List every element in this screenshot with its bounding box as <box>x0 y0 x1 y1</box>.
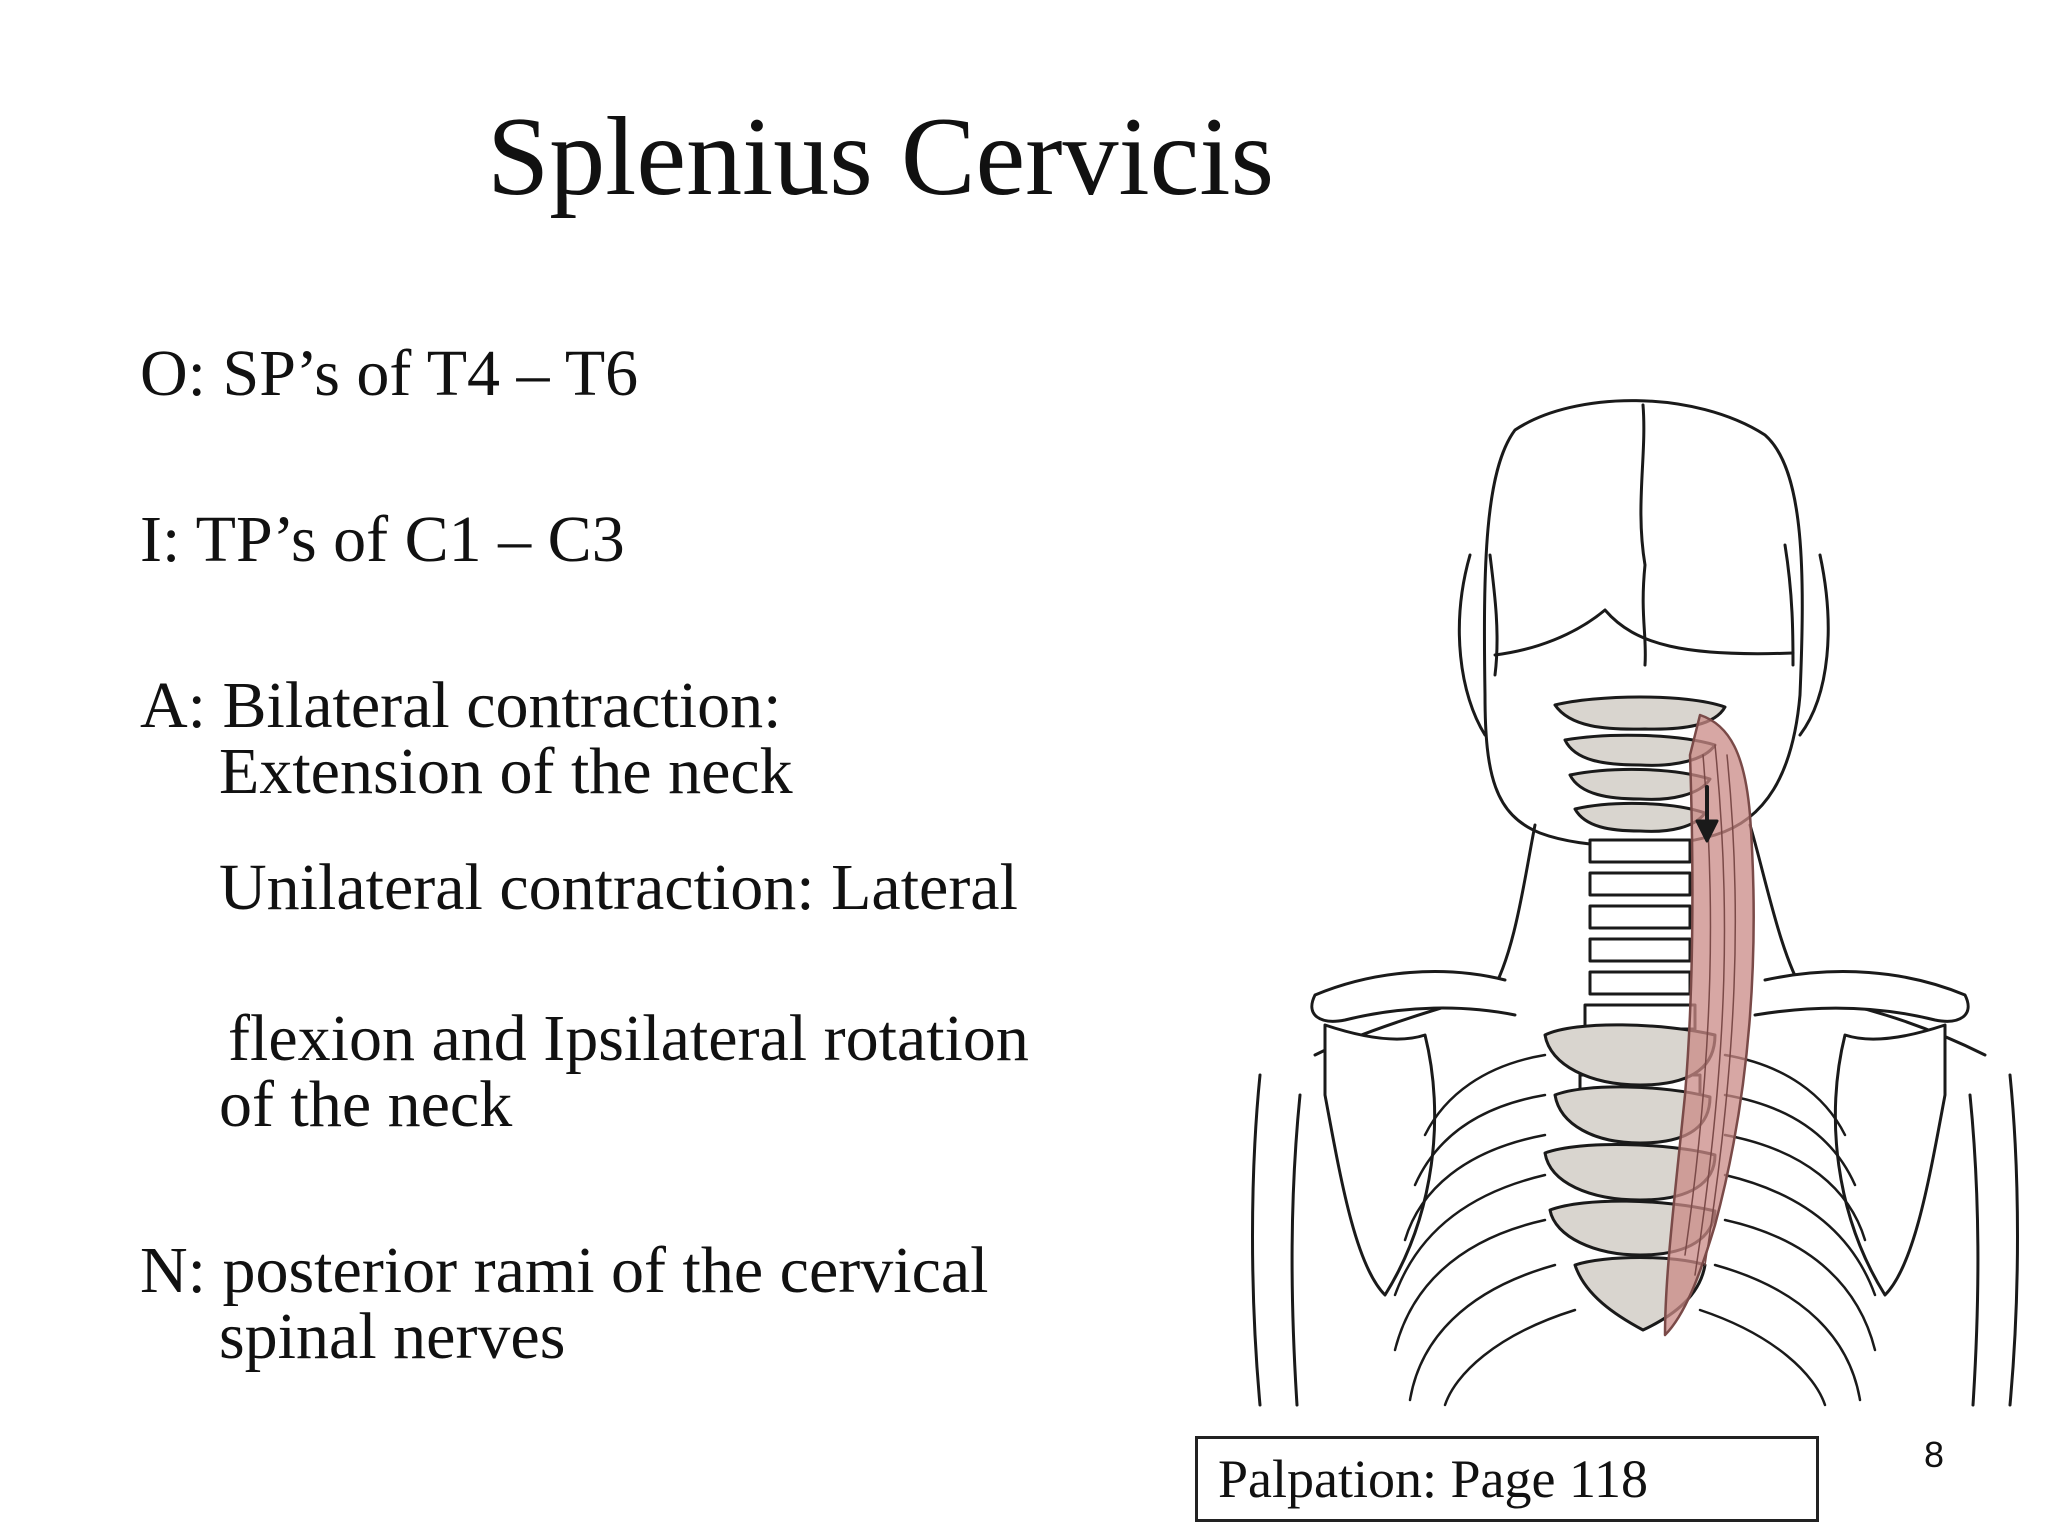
palpation-reference-box: Palpation: Page 118 <box>1195 1436 1819 1522</box>
palpation-text: Palpation: Page 118 <box>1218 1449 1648 1509</box>
arrow-down-icon <box>1695 785 1719 843</box>
nerve-line-2: spinal nerves <box>219 1300 566 1373</box>
action-line-2: Extension of the neck <box>219 735 793 808</box>
page-number: 8 <box>1924 1434 1945 1475</box>
slide-title: Splenius Cervicis <box>487 95 1275 219</box>
insertion-text: I: TP’s of C1 – C3 <box>140 503 625 576</box>
action-line-4: flexion and Ipsilateral rotation <box>228 1002 1029 1075</box>
scapula-icon <box>1323 1023 1947 1297</box>
rib-cage-icon <box>1393 1053 1877 1407</box>
action-line-5: of the neck <box>219 1068 513 1141</box>
action-line-3: Unilateral contraction: Lateral <box>219 851 1018 924</box>
action-label: A: Bilateral contraction: <box>140 669 782 742</box>
skeleton-illustration-icon <box>1245 395 2025 1410</box>
origin-text: O: SP’s of T4 – T6 <box>140 337 639 410</box>
nerve-label: N: posterior rami of the cervical <box>140 1234 989 1307</box>
